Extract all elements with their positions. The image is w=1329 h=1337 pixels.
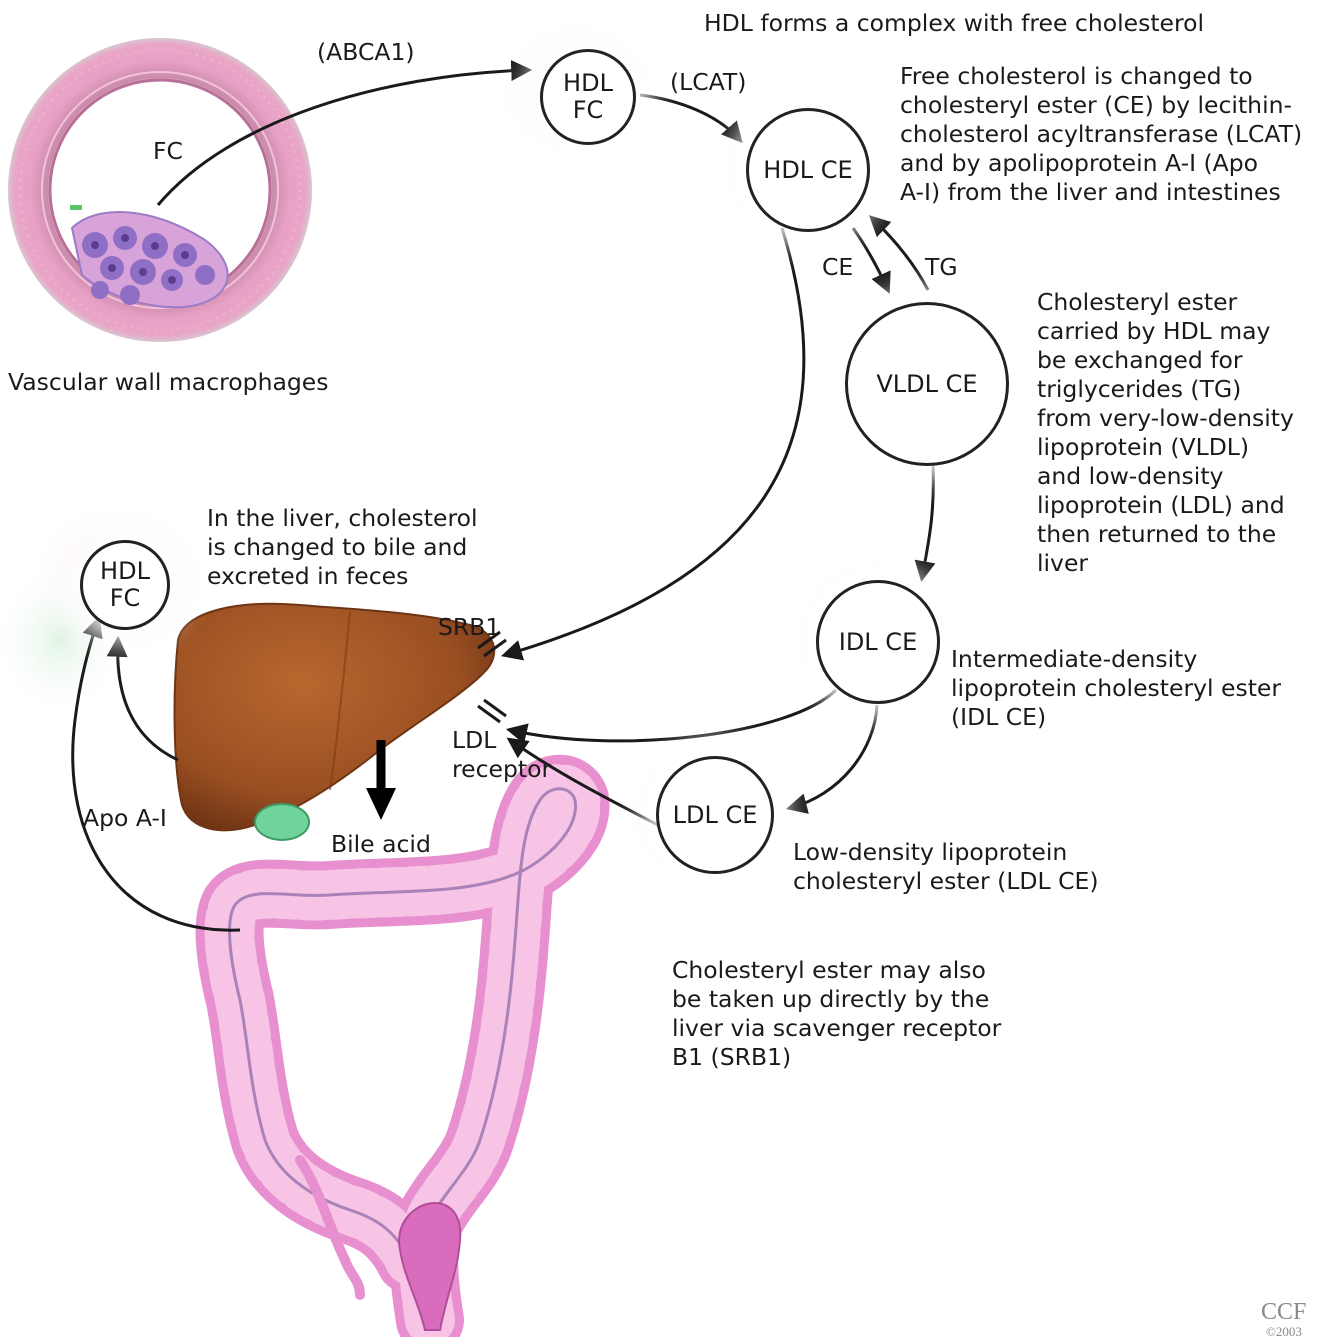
node-vldl-ce: VLDL CE bbox=[845, 302, 1009, 466]
annotation-hdl-complex: HDL forms a complex with free cholestero… bbox=[704, 9, 1204, 38]
label-fc: FC bbox=[153, 137, 183, 166]
label-ce: CE bbox=[822, 253, 853, 282]
label-srb1: SRB1 bbox=[438, 613, 500, 642]
node-ldl-ce: LDL CE bbox=[656, 756, 774, 874]
node-hdl-ce: HDL CE bbox=[746, 108, 870, 232]
arrow-ce bbox=[853, 228, 888, 290]
annotation-liver-bile: In the liver, cholesterol is changed to … bbox=[207, 504, 478, 591]
annotation-ce-exchange: Cholesteryl ester carried by HDL may be … bbox=[1037, 288, 1294, 578]
annotation-srb1-uptake: Cholesteryl ester may also be taken up d… bbox=[672, 956, 1001, 1072]
label-abca1: (ABCA1) bbox=[317, 38, 415, 67]
label-vascular-wall-macrophages: Vascular wall macrophages bbox=[8, 368, 329, 397]
node-idl-ce: IDL CE bbox=[816, 580, 940, 704]
label-apo-a1: Apo A-I bbox=[83, 804, 167, 833]
arrow-srb1 bbox=[505, 228, 804, 655]
node-hdl-fc: HDL FC bbox=[540, 49, 636, 145]
arrow-idl-to-liver bbox=[510, 690, 836, 741]
node-hdl-fc-liver: HDL FC bbox=[80, 540, 170, 630]
label-tg: TG bbox=[925, 253, 958, 282]
label-bile-acid: Bile acid bbox=[331, 830, 431, 859]
colon-illustration bbox=[230, 789, 576, 1330]
copyright-year: ©2003 bbox=[1266, 1325, 1302, 1337]
annotation-idl-definition: Intermediate-density lipoprotein cholest… bbox=[951, 645, 1281, 732]
annotation-ldl-definition: Low-density lipoprotein cholesteryl este… bbox=[793, 838, 1099, 896]
vessel-cross-section-illustration bbox=[8, 38, 312, 342]
copyright-mark: CCF bbox=[1261, 1300, 1306, 1324]
label-ldl-receptor: LDL receptor bbox=[452, 726, 551, 784]
label-lcat: (LCAT) bbox=[670, 68, 746, 97]
annotation-fc-to-ce: Free cholesterol is changed to cholester… bbox=[900, 62, 1302, 207]
